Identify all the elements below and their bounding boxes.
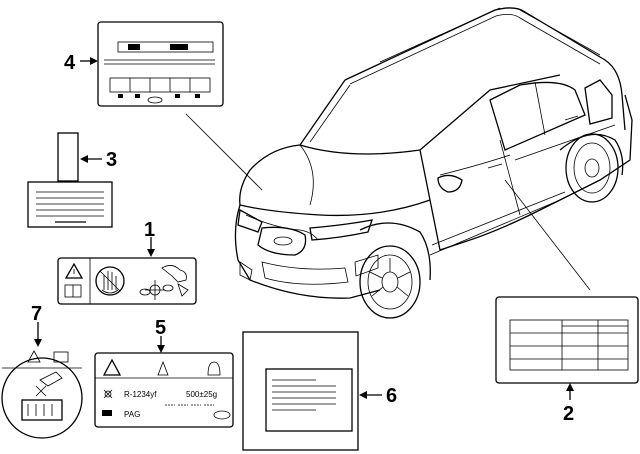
callout-5: 5 xyxy=(155,317,166,339)
callout-arrows xyxy=(34,57,574,400)
manual-book-icon xyxy=(64,284,82,298)
label-3-panel xyxy=(27,132,113,228)
refrigerant-type: R-1234yf xyxy=(124,390,157,399)
callout-4: 4 xyxy=(64,52,76,74)
fan-belt-icon xyxy=(139,265,189,300)
vehicle-drawing xyxy=(234,7,633,319)
callout-7: 7 xyxy=(31,303,42,325)
label-2-panel xyxy=(495,296,639,384)
label-7-panel xyxy=(1,350,83,439)
leader-lines xyxy=(185,113,591,291)
label-4-panel xyxy=(97,21,224,107)
label-1-panel xyxy=(57,257,197,305)
no-touch-hand-icon xyxy=(95,266,125,296)
callout-1: 1 xyxy=(144,219,155,241)
warning-triangle-icon xyxy=(64,262,84,279)
label-5-panel xyxy=(94,352,234,428)
oil-type: PAG xyxy=(124,410,140,419)
callout-3: 3 xyxy=(106,149,117,171)
callout-6: 6 xyxy=(386,385,397,407)
label-6-panel xyxy=(242,331,359,451)
refrigerant-amount: 500±25g xyxy=(186,390,217,399)
callout-2: 2 xyxy=(563,403,574,425)
